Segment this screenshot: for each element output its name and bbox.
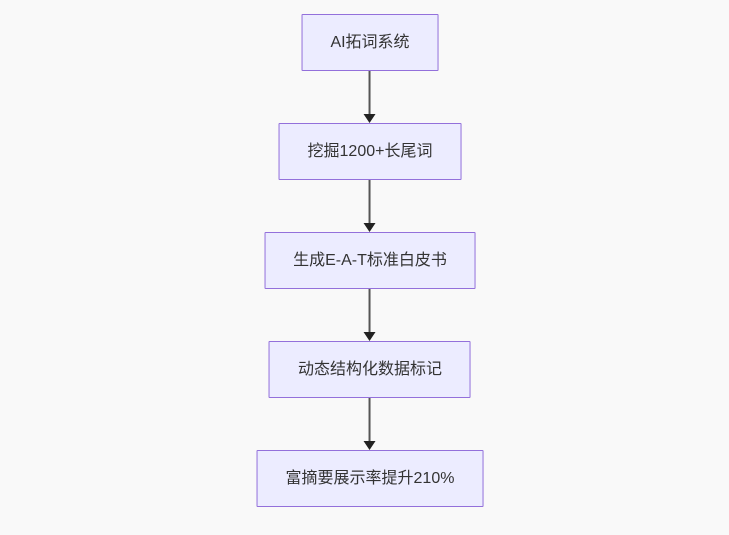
node-label: 动态结构化数据标记 [297,360,442,378]
node-label: 挖掘1200+长尾词 [307,142,433,160]
flow-node-step-1: AI拓词系统 [301,14,439,71]
flow-edge-4 [364,398,376,450]
flow-node-step-3: 生成E-A-T标准白皮书 [264,232,476,289]
node-label: AI拓词系统 [330,33,410,51]
node-label: 生成E-A-T标准白皮书 [293,251,447,269]
arrow-line [369,180,371,224]
flow-node-step-2: 挖掘1200+长尾词 [278,123,462,180]
arrow-line [369,398,371,442]
arrow-line [369,71,371,115]
arrow-line [369,289,371,333]
flow-edge-3 [364,289,376,341]
flowchart: AI拓词系统 挖掘1200+长尾词 生成E-A-T标准白皮书 动态结构化数据标记… [256,14,484,507]
arrow-head-icon [364,332,376,341]
node-label: 富摘要展示率提升210% [285,469,455,487]
flow-node-step-4: 动态结构化数据标记 [268,341,471,398]
arrow-head-icon [364,441,376,450]
arrow-head-icon [364,223,376,232]
flow-edge-2 [364,180,376,232]
arrow-head-icon [364,114,376,123]
flow-node-step-5: 富摘要展示率提升210% [256,450,484,507]
flow-edge-1 [364,71,376,123]
